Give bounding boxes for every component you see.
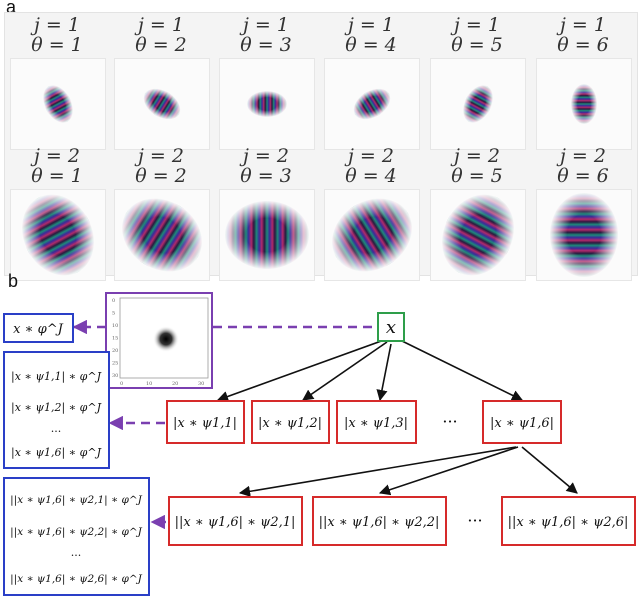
- wavelet-filter-image: [114, 58, 210, 150]
- filter-plot-ytick: 30: [112, 373, 118, 379]
- edge-l16-l2-1: [238, 446, 517, 497]
- order2-vdots: ...: [71, 546, 82, 559]
- scale-label: j = 2: [34, 145, 80, 167]
- scale-label: j = 1: [560, 14, 606, 36]
- orientation-label: θ = 2: [135, 34, 187, 56]
- level2-label-2: ||x ∗ ψ1,6| ∗ ψ2,2|: [319, 515, 440, 530]
- wavelet-filter-image: [318, 183, 426, 287]
- scale-label: j = 1: [138, 14, 184, 36]
- scale-label: j = 1: [243, 14, 289, 36]
- filter-plot-ytick: 20: [112, 348, 118, 354]
- level2-node-2: [312, 496, 447, 546]
- filter-plot-ytick: 15: [112, 336, 118, 342]
- wavelet-filter-image: [219, 189, 315, 281]
- order1-output-6: |x ∗ ψ1,6| ∗ φ^J: [11, 446, 102, 460]
- scale-label: j = 2: [243, 145, 289, 167]
- order2-output-1: ||x ∗ ψ1,6| ∗ ψ2,1| ∗ φ^J: [10, 494, 143, 507]
- level2-label-6: ||x ∗ ψ1,6| ∗ ψ2,6|: [508, 515, 629, 530]
- filter-plot-ytick: 10: [112, 323, 118, 329]
- root-node: [377, 312, 405, 342]
- edge-l16-l2-6: [521, 446, 578, 494]
- filter-plot-ytick: 25: [112, 361, 118, 367]
- panel-b-label: b: [8, 271, 19, 291]
- wavelet-filter-image: [430, 58, 526, 150]
- wavelet-filter-image: [8, 181, 108, 289]
- lowpass-output-label: x ∗ φ^J: [13, 322, 63, 337]
- scale-label: j = 1: [348, 14, 394, 36]
- orientation-label: θ = 5: [451, 34, 503, 56]
- scale-label: j = 2: [560, 145, 606, 167]
- order2-output-6: ||x ∗ ψ1,6| ∗ ψ2,6| ∗ φ^J: [10, 573, 143, 586]
- lowpass-output-node: [3, 313, 74, 343]
- lowpass-filter-plot: 0 5 10 15 20 25 30 0 10 20 30: [105, 292, 213, 389]
- filter-plot-xtick: 0: [120, 381, 123, 387]
- order2-output-box: [3, 477, 150, 596]
- filter-plot-ytick: 0: [112, 298, 115, 304]
- level2-node-6: [501, 496, 636, 546]
- level1-label-3: |x ∗ ψ1,3|: [344, 416, 408, 431]
- filter-plot-xtick: 20: [172, 381, 178, 387]
- wavelet-blob: [225, 201, 309, 269]
- orientation-label: θ = 4: [345, 34, 397, 56]
- level1-node-3: [336, 400, 417, 444]
- order1-output-box: [3, 351, 110, 469]
- level1-label-6: |x ∗ ψ1,6|: [490, 416, 554, 431]
- order1-vdots: ...: [51, 422, 62, 435]
- wavelet-filter-image: [219, 58, 315, 150]
- scale-label: j = 1: [454, 14, 500, 36]
- orientation-label: θ = 6: [557, 165, 609, 187]
- root-label: x: [386, 317, 396, 338]
- edge-l16-l2-2: [378, 446, 519, 496]
- filter-plot-xtick: 30: [198, 381, 204, 387]
- level2-ellipsis: ···: [467, 511, 482, 530]
- panel-a-label: a: [6, 0, 17, 17]
- orientation-label: θ = 3: [240, 165, 292, 187]
- filter-plot-xtick: 10: [146, 381, 152, 387]
- orientation-label: θ = 6: [557, 34, 609, 56]
- filter-plot-ytick: 5: [112, 311, 115, 317]
- orientation-label: θ = 3: [240, 34, 292, 56]
- level1-node-6: [482, 400, 562, 444]
- edge-root-l1-1: [216, 339, 385, 402]
- scale-label: j = 2: [348, 145, 394, 167]
- level1-node-1: [166, 400, 245, 444]
- scale-label: j = 1: [34, 14, 80, 36]
- level1-ellipsis: ···: [442, 412, 457, 431]
- level1-label-2: |x ∗ ψ1,2|: [258, 416, 322, 431]
- level1-node-2: [251, 400, 330, 444]
- wavelet-filter-image: [324, 58, 420, 150]
- wavelet-filter-image: [10, 58, 106, 150]
- wavelet-blob: [247, 91, 287, 117]
- edge-root-l1-3: [376, 343, 392, 402]
- scale-label: j = 2: [454, 145, 500, 167]
- order1-output-2: |x ∗ ψ1,2| ∗ φ^J: [11, 401, 102, 415]
- wavelet-filter-image: [536, 58, 632, 150]
- level1-label-1: |x ∗ ψ1,1|: [173, 416, 237, 431]
- edge-root-l1-2: [302, 341, 388, 401]
- wavelet-filter-image: [536, 189, 632, 281]
- orientation-label: θ = 5: [451, 165, 503, 187]
- orientation-label: θ = 1: [31, 165, 83, 187]
- wavelet-filter-image: [428, 181, 528, 289]
- orientation-label: θ = 2: [135, 165, 187, 187]
- order1-output-1: |x ∗ ψ1,1| ∗ φ^J: [11, 370, 102, 384]
- wavelet-filter-image: [108, 183, 216, 287]
- edge-root-l1-6: [399, 339, 524, 401]
- scale-label: j = 2: [138, 145, 184, 167]
- level2-label-1: ||x ∗ ψ1,6| ∗ ψ2,1|: [175, 515, 296, 530]
- order2-output-2: ||x ∗ ψ1,6| ∗ ψ2,2| ∗ φ^J: [10, 526, 143, 539]
- orientation-label: θ = 4: [345, 165, 397, 187]
- orientation-label: θ = 1: [31, 34, 83, 56]
- level2-node-1: [168, 496, 303, 546]
